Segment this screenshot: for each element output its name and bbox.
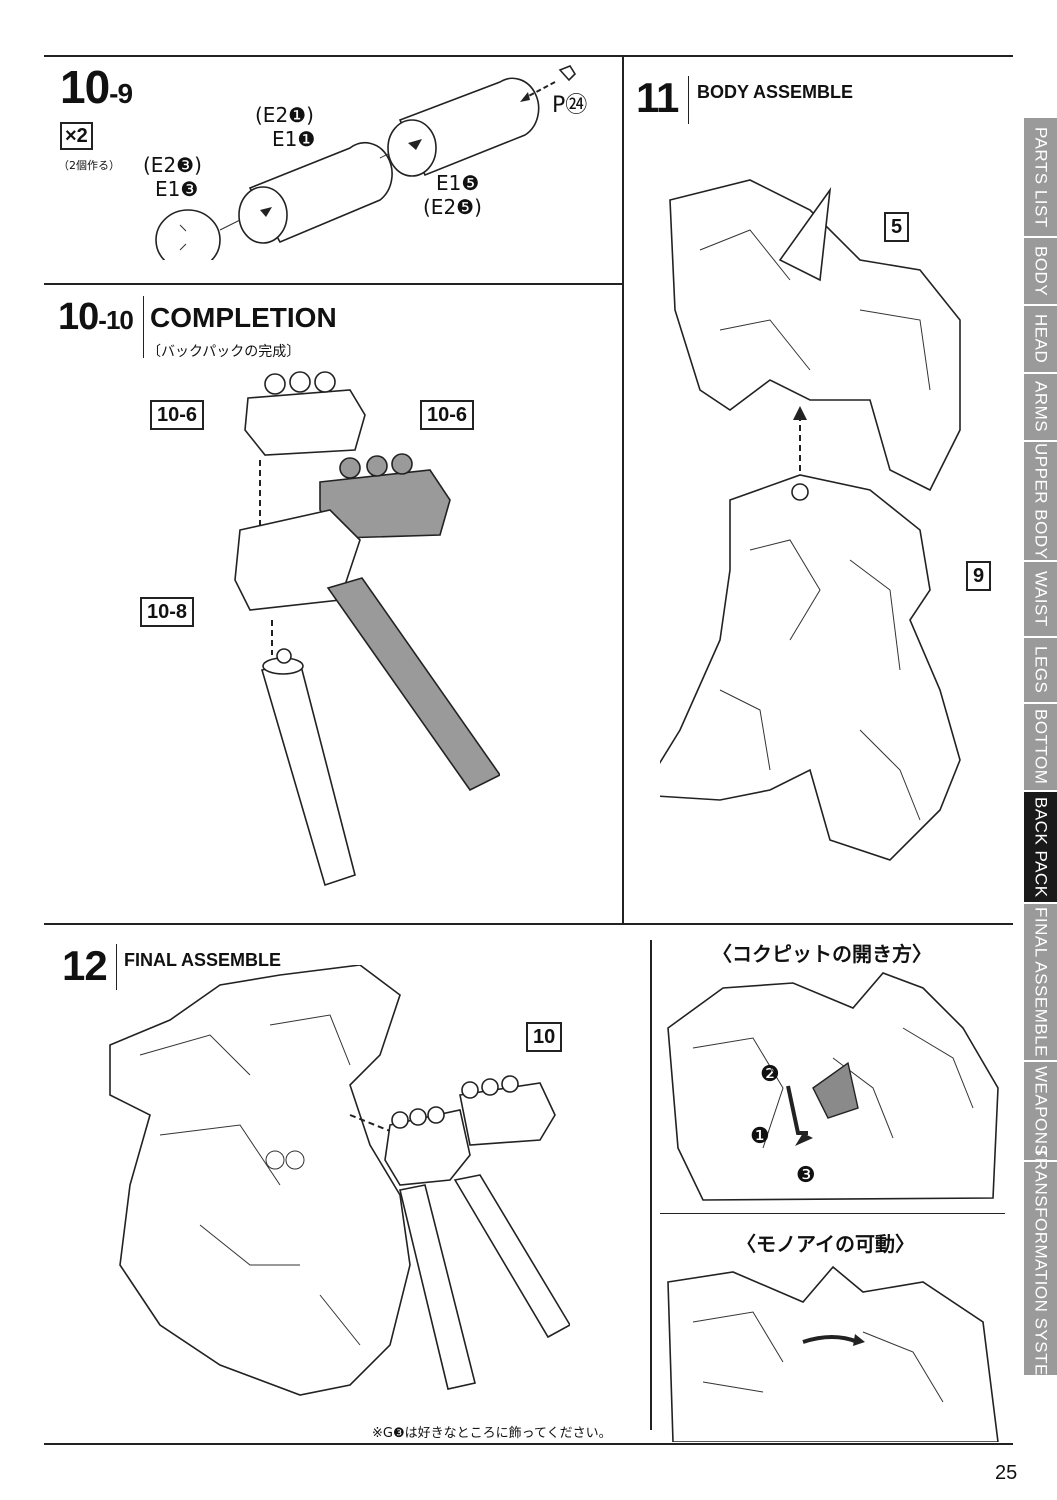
section-tabs: PARTS LIST BODY HEAD ARMS UPPER BODY WAI… bbox=[1024, 118, 1057, 1390]
multiplier-note: （2個作る） bbox=[58, 159, 120, 172]
multiplier-badge: ×2 bbox=[60, 122, 93, 150]
page-number: 25 bbox=[995, 1462, 1018, 1484]
tab-transformation-system[interactable]: TRANSFORMATION SYSTEM bbox=[1024, 1147, 1057, 1390]
step-12-title-rule bbox=[116, 944, 117, 990]
ref-5: 5 bbox=[884, 212, 910, 242]
part-label-right: E1❺ bbox=[436, 171, 480, 195]
tab-arms[interactable]: ARMS bbox=[1024, 374, 1057, 442]
bottom-rule bbox=[44, 1443, 1013, 1445]
final-assemble-drawing bbox=[109, 965, 570, 1396]
part-label-top-alt: (E2❶) bbox=[255, 103, 314, 127]
step-10-10-subtitle: 〔バックパックの完成〕 bbox=[147, 344, 301, 360]
part-label-top: E1❶ bbox=[272, 127, 316, 151]
tab-bottom[interactable]: BOTTOM bbox=[1024, 704, 1057, 792]
cockpit-title: 〈コクピットの開き方〉 bbox=[712, 944, 932, 966]
part-label-left-alt: (E2❸) bbox=[143, 153, 202, 177]
monoeye-drawing bbox=[667, 1265, 999, 1442]
step-11-title-rule bbox=[688, 76, 689, 124]
horizontal-divider-middle bbox=[44, 923, 1013, 925]
body-assemble-drawing bbox=[660, 179, 961, 861]
tab-parts-list[interactable]: PARTS LIST bbox=[1024, 118, 1057, 238]
ref-10-8: 10-8 bbox=[140, 597, 195, 627]
step-10-10-number: 10-10 bbox=[58, 296, 134, 338]
step-10-10-title: COMPLETION bbox=[150, 302, 337, 333]
horizontal-divider-left bbox=[44, 283, 624, 285]
ref-9: 9 bbox=[966, 561, 992, 591]
step-12-number: 12 bbox=[62, 942, 108, 989]
step-11-number: 11 bbox=[636, 74, 679, 121]
cockpit-monoeye-divider bbox=[660, 1213, 1005, 1214]
monoeye-title: 〈モノアイの可動〉 bbox=[736, 1234, 915, 1256]
step-10-9-drawing bbox=[155, 65, 577, 260]
cockpit-marker-3: ❸ bbox=[796, 1163, 816, 1188]
step-12-note: ※G❸は好きなところに飾ってください。 bbox=[372, 1426, 612, 1441]
tab-upper-body[interactable]: UPPER BODY bbox=[1024, 442, 1057, 562]
ref-10: 10 bbox=[526, 1022, 563, 1052]
ref-10-6-right: 10-6 bbox=[420, 400, 475, 430]
tab-waist[interactable]: WAIST bbox=[1024, 562, 1057, 638]
vertical-divider-lower bbox=[650, 940, 652, 1430]
part-label-right-alt: (E2❺) bbox=[423, 195, 482, 219]
tab-weapons[interactable]: WEAPONS bbox=[1024, 1062, 1057, 1162]
step-12-title: FINAL ASSEMBLE bbox=[124, 950, 282, 970]
cockpit-drawing bbox=[667, 972, 999, 1201]
part-label-left: E1❸ bbox=[155, 177, 199, 201]
step-11-title: BODY ASSEMBLE bbox=[697, 82, 854, 102]
tab-head[interactable]: HEAD bbox=[1024, 306, 1057, 374]
cockpit-marker-1: ❶ bbox=[750, 1124, 770, 1149]
cockpit-marker-2: ❷ bbox=[760, 1062, 780, 1087]
tab-back-pack[interactable]: BACK PACK bbox=[1024, 792, 1057, 904]
step-10-9-number: 10-9 bbox=[60, 61, 133, 113]
tab-final-assemble[interactable]: FINAL ASSEMBLE bbox=[1024, 904, 1057, 1062]
top-rule bbox=[44, 55, 1013, 57]
ref-10-6-left: 10-6 bbox=[150, 400, 205, 430]
step-10-10-title-rule bbox=[143, 296, 144, 358]
part-label-pin: P㉔ bbox=[552, 93, 588, 118]
vertical-divider-upper bbox=[622, 55, 624, 925]
tab-legs[interactable]: LEGS bbox=[1024, 638, 1057, 704]
tab-body[interactable]: BODY bbox=[1024, 238, 1057, 306]
backpack-completion-drawing bbox=[234, 371, 500, 887]
